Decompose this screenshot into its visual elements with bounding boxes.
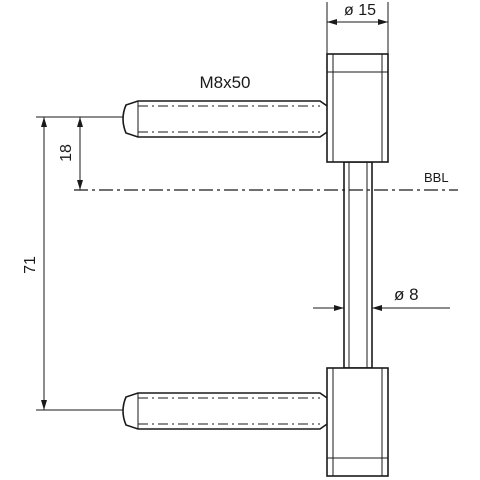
upper-barrel <box>326 53 389 163</box>
lower-barrel-body <box>326 367 389 477</box>
bbl-label: BBL <box>424 170 449 185</box>
arrow-head <box>372 305 382 311</box>
upper-barrel-body <box>326 53 389 163</box>
reference-line-bbl: BBL <box>74 170 458 191</box>
pin-spacing-dimension: 71 <box>22 117 47 410</box>
head-diameter-label: ø 15 <box>344 2 376 19</box>
shaft-diameter-dimension: ø 8 <box>334 285 419 311</box>
arrow-head <box>378 19 388 25</box>
arrow-head <box>77 117 83 127</box>
arrow-head <box>41 400 47 410</box>
hinge-shaft <box>343 161 373 369</box>
head-diameter-dimension: ø 15 <box>327 2 388 25</box>
thread-spec-label: M8x50 <box>199 73 250 92</box>
pin-spacing-label: 71 <box>22 256 39 274</box>
arrow-head <box>327 19 337 25</box>
lower-barrel <box>326 367 389 477</box>
offset-label: 18 <box>58 144 75 162</box>
lower-threaded-pin <box>122 392 331 430</box>
arrow-head <box>334 305 344 311</box>
shaft-body <box>343 161 373 369</box>
offset-dimension: 18 <box>58 117 83 190</box>
upper-threaded-pin <box>122 100 331 138</box>
arrow-head <box>77 180 83 190</box>
shaft-diameter-label: ø 8 <box>394 285 419 304</box>
arrow-head <box>41 117 47 127</box>
